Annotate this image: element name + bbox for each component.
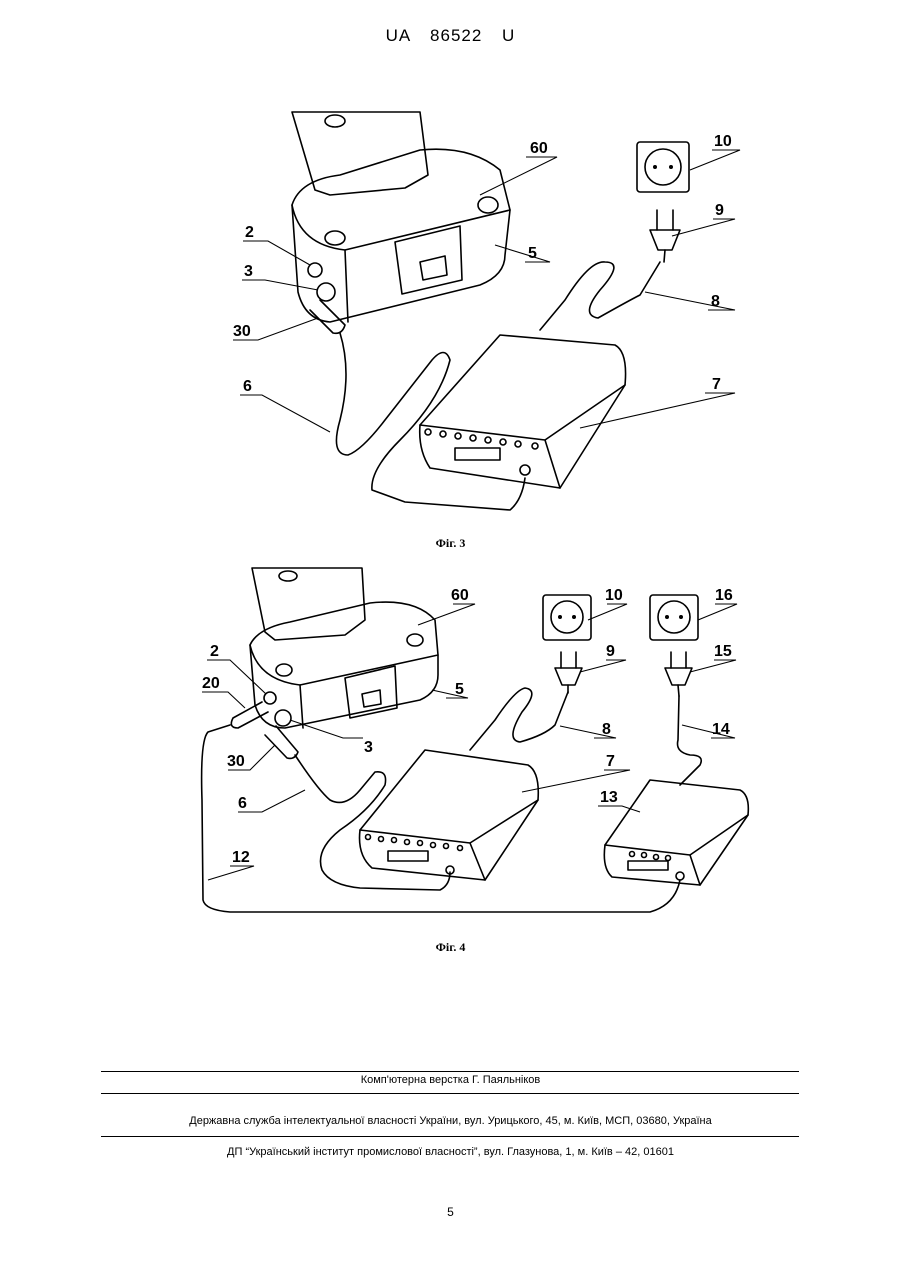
cable-8	[470, 688, 568, 750]
footer-rule-middle	[101, 1093, 799, 1094]
charger-13-port	[676, 872, 684, 880]
charger-13-display	[628, 861, 668, 870]
figure-3-caption: Фіг. 3	[0, 536, 901, 551]
label-6: 6	[243, 378, 252, 395]
plug-30	[310, 300, 345, 333]
label-5: 5	[455, 681, 464, 698]
cable-14	[678, 696, 702, 785]
label-30: 30	[233, 323, 251, 340]
label-60: 60	[451, 587, 469, 604]
document-number: UA 86522 U	[0, 26, 901, 46]
label-30: 30	[227, 753, 245, 770]
label-20: 20	[202, 675, 220, 692]
label-7: 7	[606, 753, 615, 770]
charger-7	[360, 750, 539, 880]
charger-7-display	[455, 448, 500, 460]
label-10: 10	[605, 587, 623, 604]
label-3: 3	[364, 739, 373, 756]
page-number: 5	[0, 1205, 901, 1219]
connector-3	[317, 283, 335, 301]
label-8: 8	[602, 721, 611, 738]
label-5: 5	[528, 245, 537, 262]
plug-15	[665, 668, 692, 685]
label-60: 60	[530, 140, 548, 157]
charger-13	[604, 780, 748, 885]
figure-4-drawing: 60 10 16 2 9 15 20 5 3 8 14 30 7 6 13 12	[0, 565, 901, 935]
leader-lines	[202, 604, 737, 880]
label-2: 2	[245, 224, 254, 241]
plug-9	[650, 230, 680, 250]
drill-logo	[325, 115, 345, 127]
label-2: 2	[210, 643, 219, 660]
drill-logo	[279, 571, 297, 581]
charger-7-display	[388, 851, 428, 861]
footer-rule-top	[101, 1071, 799, 1072]
cable-6	[336, 333, 525, 510]
cable-6	[295, 755, 450, 890]
footer-institute: ДП “Український інститут промислової вла…	[0, 1146, 901, 1158]
label-7: 7	[712, 376, 721, 393]
plug-30	[265, 726, 298, 758]
plug-20	[231, 702, 268, 728]
drill-handle	[252, 568, 365, 640]
label-9: 9	[606, 643, 615, 660]
cable-8	[540, 262, 660, 330]
battery-body	[250, 645, 438, 728]
figure-4-caption: Фіг. 4	[0, 940, 901, 955]
label-12: 12	[232, 849, 250, 866]
label-14: 14	[712, 721, 730, 738]
label-6: 6	[238, 795, 247, 812]
battery-top	[292, 149, 510, 250]
label-10: 10	[714, 133, 732, 150]
footer-agency: Державна служба інтелектуальної власност…	[0, 1115, 901, 1127]
footer-rule-bottom	[101, 1136, 799, 1137]
label-3: 3	[244, 263, 253, 280]
connector-3	[275, 710, 291, 726]
footer-typesetter: Комп'ютерна верстка Г. Паяльніков	[0, 1074, 901, 1086]
charger-7-port	[520, 465, 530, 475]
charger-13-leds	[630, 852, 671, 861]
label-16: 16	[715, 587, 733, 604]
connector-2	[308, 263, 322, 277]
plug-9	[555, 668, 582, 685]
battery-top	[250, 602, 438, 685]
label-15: 15	[714, 643, 732, 660]
label-8: 8	[711, 293, 720, 310]
label-9: 9	[715, 202, 724, 219]
label-13: 13	[600, 789, 618, 806]
